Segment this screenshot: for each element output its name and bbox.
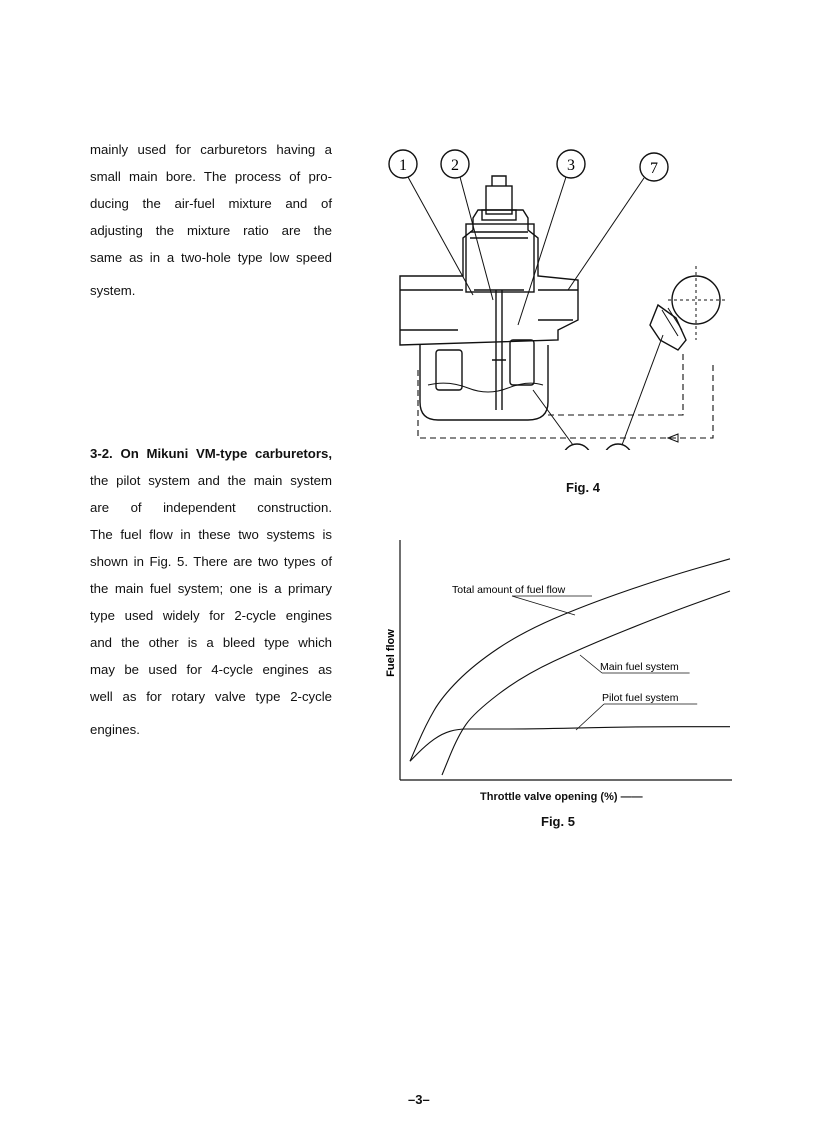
- series-line: [409, 558, 731, 762]
- text-line: and the other is a bleed type which: [90, 635, 332, 650]
- series-label: Main fuel system: [600, 661, 679, 673]
- carburetor-diagram: 1 2 3 7 5 6: [388, 149, 728, 450]
- series-line: [409, 726, 730, 762]
- callout-label: 2: [451, 157, 459, 174]
- callout-label: 1: [399, 157, 407, 174]
- text-line: ducing the air-fuel mixture and of: [90, 196, 332, 211]
- text-line: adjusting the mixture ratio are the: [90, 223, 332, 238]
- text-line: small main bore. The process of pro-: [90, 169, 332, 184]
- fig5-caption: Fig. 5: [541, 814, 575, 829]
- leader-line: [579, 654, 603, 674]
- y-axis-label: Fuel flow: [385, 629, 397, 677]
- text-line: engines.: [90, 722, 140, 737]
- paragraph-mikuni: 3-2. On Mikuni VM-type carburetors, the …: [90, 440, 332, 743]
- callout-label: 3: [567, 157, 575, 174]
- text-line: the pilot system and the main system: [90, 473, 332, 488]
- text-line: mainly used for carburetors having a: [90, 142, 332, 157]
- text-line: The fuel flow in these two systems is: [90, 527, 332, 542]
- paragraph-intro: mainly used for carburetors having a smal…: [90, 136, 332, 304]
- text-line: shown in Fig. 5. There are two types of: [90, 554, 332, 569]
- series-label: Total amount of fuel flow: [452, 584, 566, 596]
- x-axis-label: Throttle valve opening (%) ——: [480, 791, 643, 803]
- text-line: may be used for 4-cycle engines as: [90, 662, 332, 677]
- series-label: Pilot fuel system: [602, 692, 679, 704]
- page-number: –3–: [408, 1092, 430, 1107]
- series-line: [441, 590, 731, 776]
- leader-line: [511, 595, 576, 616]
- fig4-caption: Fig. 4: [566, 480, 600, 495]
- text-line: the main fuel system; one is a primary: [90, 581, 332, 596]
- text-line: system.: [90, 283, 136, 298]
- text-line: are of independent construction.: [90, 500, 332, 515]
- leader-line: [575, 703, 605, 731]
- text-line: type used widely for 2-cycle engines: [90, 608, 332, 623]
- text-line: same as in a two-hole type low speed: [90, 250, 332, 265]
- fuel-flow-chart: Fuel flow Total amount of fuel flowMain …: [385, 540, 732, 781]
- section-heading: 3-2. On Mikuni VM-type carburetors,: [90, 446, 332, 461]
- text-line: well as for rotary valve type 2-cycle: [90, 689, 332, 704]
- callout-label: 7: [650, 160, 658, 177]
